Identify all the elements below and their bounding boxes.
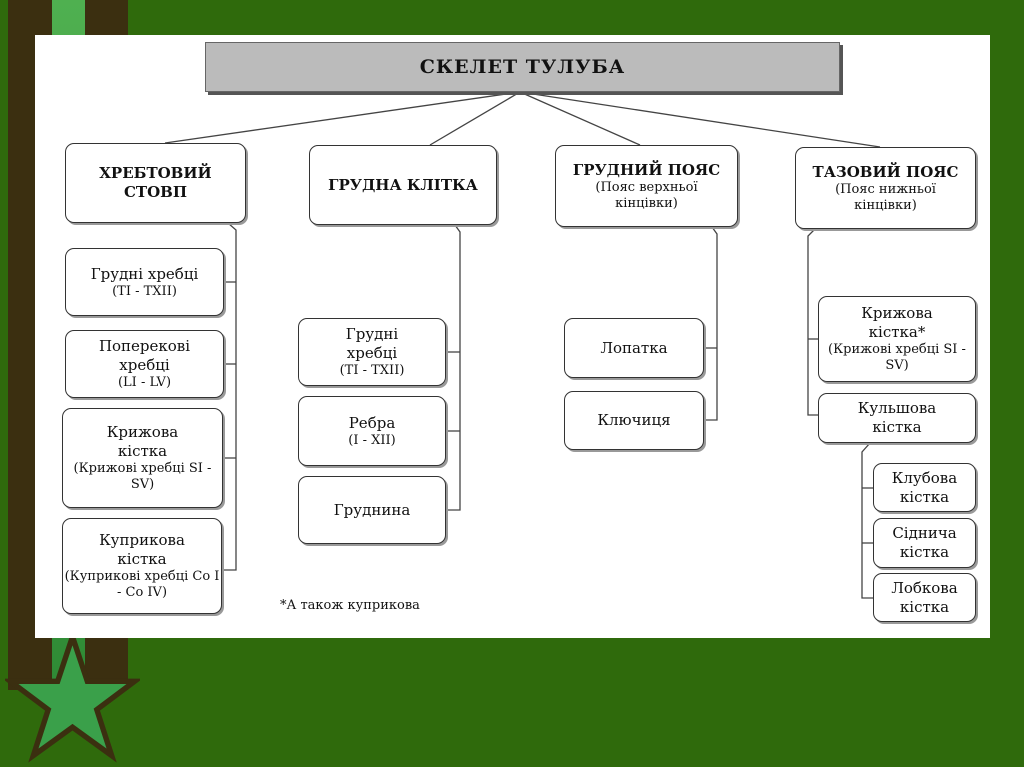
node-label: Груднина xyxy=(333,500,411,519)
node-sublabel: (Пояс верхньої кінцівки) xyxy=(595,179,698,211)
node-label: Крижова кістка* xyxy=(861,304,933,341)
node-label: Лобкова кістка xyxy=(891,578,958,616)
node-sublabel: (Крижові хребці SI - SV) xyxy=(73,461,212,492)
node-label: ГРУДНА КЛІТКА xyxy=(328,175,478,194)
node-item: Груднина xyxy=(298,476,446,544)
star-icon xyxy=(5,630,140,763)
node-label: Поперекові хребці xyxy=(98,337,191,374)
node-label: Грудні хребці xyxy=(90,264,199,283)
node-label: Ключиця xyxy=(597,411,671,429)
node-item: Куприкова кістка(Куприкові хребці Co I -… xyxy=(62,518,222,614)
node-sublabel: (Пояс нижньої кінцівки) xyxy=(835,181,936,213)
node-sublabel: (Крижові хребці SI - SV) xyxy=(828,342,966,373)
node-label: Ребра xyxy=(348,413,396,432)
node-item: Клубова кістка xyxy=(873,463,976,512)
node-label: Сіднича кістка xyxy=(892,524,957,561)
node-item: Ключиця xyxy=(564,391,704,450)
node-item: Лобкова кістка xyxy=(873,573,976,622)
node-sublabel: (TI - TXII) xyxy=(112,283,177,299)
node-label: Крижова кістка xyxy=(106,423,179,460)
node-item: Крижова кістка(Крижові хребці SI - SV) xyxy=(62,408,223,508)
node-label: Куприкова кістка xyxy=(99,531,185,568)
node-pelvic-girdle: ТАЗОВИЙ ПОЯС(Пояс нижньої кінцівки) xyxy=(795,147,976,229)
node-item: Ребра(I - XII) xyxy=(298,396,446,466)
node-item: Грудні хребці(TI - TXII) xyxy=(298,318,446,386)
node-sublabel: (Куприкові хребці Co I - Co IV) xyxy=(64,569,220,600)
node-sublabel: (LI - LV) xyxy=(117,375,172,390)
node-item: Крижова кістка*(Крижові хребці SI - SV) xyxy=(818,296,976,382)
node-item: Сіднича кістка xyxy=(873,518,976,568)
node-item: Лопатка xyxy=(564,318,704,378)
footnote: *А також куприкова xyxy=(280,598,420,613)
node-label: Лопатка xyxy=(600,338,668,357)
diagram-title: СКЕЛЕТ ТУЛУБА xyxy=(205,42,840,92)
node-item: Кульшова кістка xyxy=(818,393,976,443)
node-label: ТАЗОВИЙ ПОЯС xyxy=(812,162,959,181)
node-sublabel: (TI - TXII) xyxy=(339,363,405,378)
node-item: Поперекові хребці(LI - LV) xyxy=(65,330,224,398)
node-shoulder-girdle: ГРУДНИЙ ПОЯС(Пояс верхньої кінцівки) xyxy=(555,145,738,227)
node-ribcage: ГРУДНА КЛІТКА xyxy=(309,145,497,225)
node-label: Грудні хребці xyxy=(345,325,399,362)
node-item: Грудні хребці(TI - TXII) xyxy=(65,248,224,316)
node-label: ХРЕБТОВИЙ СТОВП xyxy=(99,164,212,201)
node-sublabel: (I - XII) xyxy=(348,432,396,448)
node-label: Клубова кістка xyxy=(891,468,958,506)
node-label: Кульшова кістка xyxy=(857,399,937,436)
node-spine: ХРЕБТОВИЙ СТОВП xyxy=(65,143,246,223)
node-label: ГРУДНИЙ ПОЯС xyxy=(572,160,721,179)
